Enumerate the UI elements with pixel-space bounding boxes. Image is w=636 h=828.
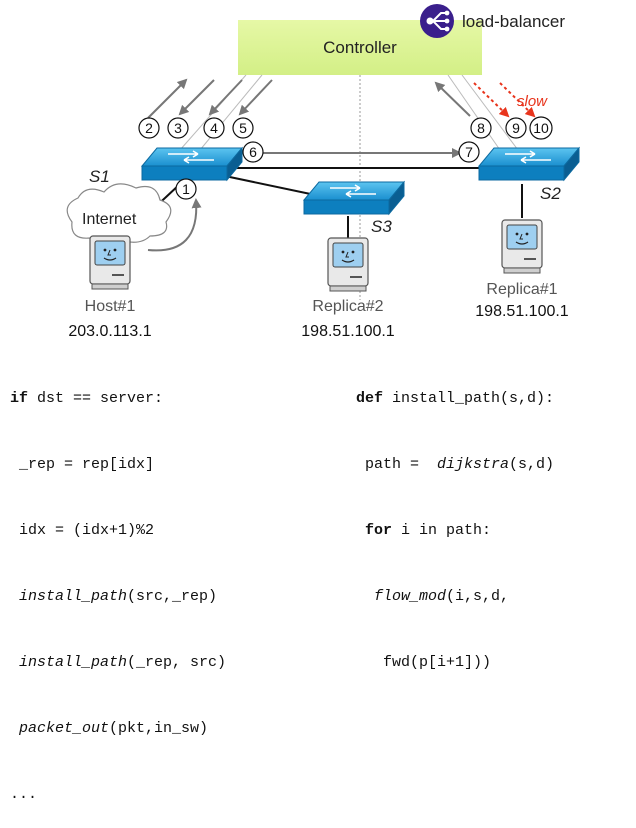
- replica1-ip: 198.51.100.1: [475, 303, 569, 320]
- switch-s1: [141, 147, 243, 181]
- step-8-marker: 8: [470, 117, 492, 139]
- code-right-line-1: def install_path(s,d):: [356, 390, 555, 407]
- load-balancer-icon: [420, 4, 454, 38]
- svg-text:3: 3: [174, 120, 182, 136]
- replica2-name: Replica#2: [312, 298, 383, 315]
- host1-ip: 203.0.113.1: [68, 323, 151, 340]
- svg-text:10: 10: [533, 120, 549, 136]
- s2-arrow-8: [434, 81, 471, 117]
- svg-text:2: 2: [145, 120, 153, 136]
- svg-text:8: 8: [477, 120, 485, 136]
- code-right-line-3: for i in path:: [365, 522, 492, 539]
- code-left-line-1: if dst == server:: [10, 390, 164, 407]
- step-5-marker: 5: [232, 117, 254, 139]
- host1-computer-icon: [89, 235, 131, 290]
- step-2-marker: 2: [138, 117, 160, 139]
- code-left-line-2: _rep = rep[idx]: [10, 456, 155, 473]
- s2-arrow-10: [499, 82, 536, 118]
- step-3-marker: 3: [167, 117, 189, 139]
- replica2-computer-icon: [327, 237, 369, 292]
- step-1-arrow: [147, 198, 202, 252]
- svg-text:4: 4: [210, 120, 218, 136]
- internet-label: Internet: [82, 211, 137, 228]
- code-left-line-6: packet_out(pkt,in_sw): [19, 720, 209, 737]
- step-10-marker: 10: [529, 116, 553, 140]
- step-9-marker: 9: [505, 117, 527, 139]
- svg-text:9: 9: [512, 120, 520, 136]
- code-right-line-4: flow_mod(i,s,d,: [374, 588, 510, 605]
- code-left-line-4: install_path(src,_rep): [19, 588, 218, 605]
- load-balancer-label: load-balancer: [462, 12, 565, 31]
- code-right-line-2: path = dijkstra(s,d): [356, 456, 555, 473]
- step-markers: 1 2 3 4 5 6 7 8 9 10: [138, 116, 553, 200]
- step-1-marker: 1: [175, 178, 197, 200]
- switch-s3: [303, 181, 405, 215]
- switch-s1-label: S1: [89, 167, 110, 186]
- replica1-name: Replica#1: [486, 281, 557, 298]
- replica2-ip: 198.51.100.1: [301, 323, 395, 340]
- controller-label: Controller: [323, 38, 397, 57]
- step-4-marker: 4: [203, 117, 225, 139]
- code-left-line-5: install_path(_rep, src): [19, 654, 227, 671]
- network-diagram: Controller load-balancer slow: [66, 4, 580, 340]
- svg-text:1: 1: [182, 181, 190, 197]
- switch-s2-label: S2: [540, 184, 561, 203]
- step-6-marker: 6: [242, 141, 264, 163]
- step-7-marker: 7: [458, 141, 480, 163]
- links: [149, 167, 523, 240]
- svg-text:6: 6: [249, 144, 257, 160]
- code-left-line-3: idx = (idx+1)%2: [10, 522, 155, 539]
- s1-control-arrows: [147, 78, 273, 119]
- replica1-computer-icon: [501, 219, 543, 274]
- host1-name: Host#1: [85, 298, 136, 315]
- svg-text:7: 7: [465, 144, 473, 160]
- switch-s3-label: S3: [371, 217, 392, 236]
- code-left-line-7: ...: [10, 786, 38, 803]
- code-right: def install_path(s,d): path = dijkstra(s…: [356, 344, 554, 696]
- code-right-line-5: fwd(p[i+1])): [356, 654, 492, 671]
- svg-text:5: 5: [239, 120, 247, 136]
- code-left: if dst == server: _rep = rep[idx] idx = …: [10, 344, 226, 828]
- slow-label: slow: [517, 93, 548, 110]
- switch-s2: [478, 147, 580, 181]
- s2-arrow-9: [473, 82, 510, 118]
